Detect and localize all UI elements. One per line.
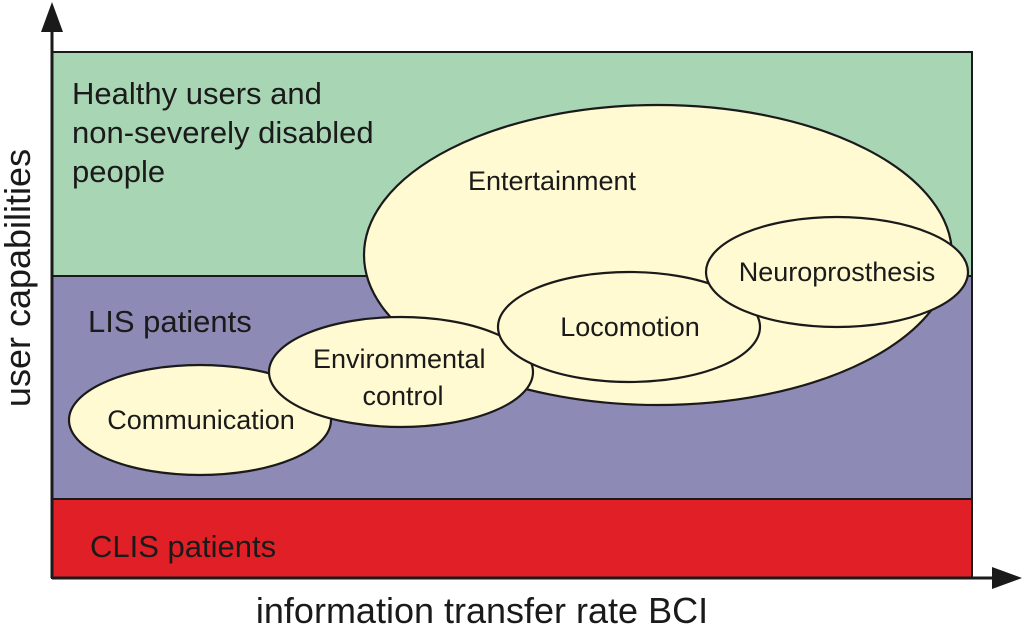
x-axis-arrowhead: [992, 567, 1022, 589]
x-axis-label: information transfer rate BCI: [256, 590, 708, 631]
y-axis-arrowhead: [41, 2, 63, 32]
label-neuroprosthesis: Neuroprosthesis: [739, 257, 936, 287]
label-entertainment: Entertainment: [468, 166, 637, 196]
ellipse-communication: [67, 363, 333, 477]
label-locomotion: Locomotion: [560, 312, 700, 342]
label-communication: Communication: [107, 405, 295, 435]
band-clis-patients: [51, 498, 973, 579]
label-environmental-control: Environmental control: [313, 344, 493, 411]
ellipse-neuroprosthesis: [704, 215, 970, 329]
band-label-healthy-users: Healthy users and non-severely disabled …: [72, 76, 382, 189]
ellipse-environmental-control: [267, 315, 535, 429]
band-label-clis-patients: CLIS patients: [90, 529, 276, 564]
band-label-lis-patients: LIS patients: [88, 304, 252, 339]
y-axis-label: user capabilities: [0, 149, 38, 407]
ellipse-locomotion: [496, 270, 762, 384]
